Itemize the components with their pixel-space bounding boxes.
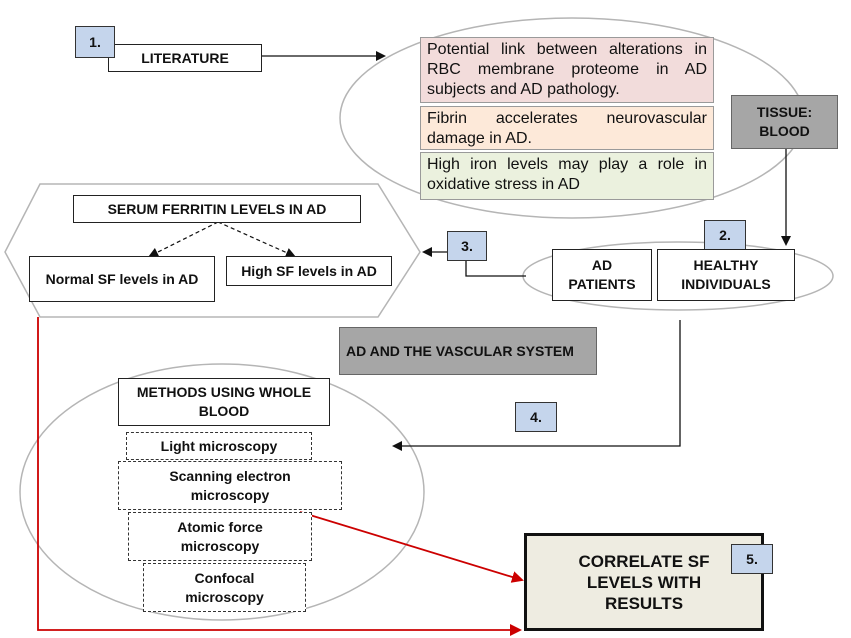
method-light-microscopy: Light microscopy (126, 432, 312, 460)
correlate-box: CORRELATE SF LEVELS WITH RESULTS (524, 533, 764, 631)
literature-box: LITERATURE (108, 44, 262, 72)
arrow-subjects-to-serum (422, 247, 526, 277)
healthy-label: HEALTHY INDIVIDUALS (681, 257, 771, 292)
vascular-system-box: AD AND THE VASCULAR SYSTEM (339, 327, 597, 375)
ad-patients-box: AD PATIENTS (552, 249, 652, 301)
step-number-4: 4. (515, 402, 557, 432)
red-arrow-methods-to-correlate (299, 511, 524, 583)
finding-iron: High iron levels may play a role in oxid… (420, 152, 714, 200)
vascular-label: AD AND THE VASCULAR SYSTEM (346, 342, 574, 359)
high-sf-label: High SF levels in AD (241, 262, 377, 279)
arrow-healthy-to-methods (392, 320, 681, 451)
high-sf-box: High SF levels in AD (226, 256, 392, 286)
method-confocal-microscopy: Confocal microscopy (143, 563, 306, 612)
normal-sf-box: Normal SF levels in AD (29, 256, 215, 302)
finding-fibrin: Fibrin accelerates neurovascular damage … (420, 106, 714, 150)
tissue-label: TISSUE: BLOOD (756, 104, 813, 139)
ad-patients-label: AD PATIENTS (568, 257, 636, 292)
methods-title-box: METHODS USING WHOLE BLOOD (118, 378, 330, 426)
serum-ferritin-title-box: SERUM FERRITIN LEVELS IN AD (73, 195, 361, 223)
step-number-2: 2. (704, 220, 746, 250)
literature-label: LITERATURE (141, 49, 229, 66)
methods-title: METHODS USING WHOLE BLOOD (136, 384, 312, 419)
tissue-blood-box: TISSUE: BLOOD (731, 95, 838, 149)
step-number-3: 3. (447, 231, 487, 261)
serum-ferritin-title: SERUM FERRITIN LEVELS IN AD (107, 200, 327, 217)
normal-sf-label: Normal SF levels in AD (45, 270, 199, 287)
step-number-1: 1. (75, 26, 115, 58)
healthy-individuals-box: HEALTHY INDIVIDUALS (657, 249, 795, 301)
correlate-label: CORRELATE SF LEVELS WITH RESULTS (578, 551, 710, 613)
red-arrow-serum-to-correlate (37, 317, 522, 636)
method-atomic-force-microscopy: Atomic force microscopy (128, 512, 312, 561)
dashed-arrow-normal (148, 221, 219, 257)
step-number-5: 5. (731, 544, 773, 574)
finding-rbc-proteome: Potential link between alterations in RB… (420, 37, 714, 103)
method-scanning-electron-microscopy: Scanning electron microscopy (118, 461, 342, 510)
